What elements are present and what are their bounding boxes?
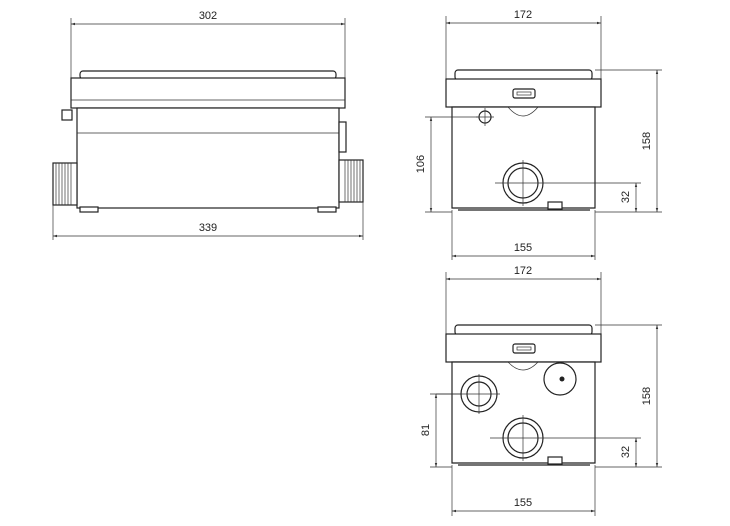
- dim-label-339: 339: [199, 222, 217, 234]
- handle-inner: [516, 91, 532, 96]
- body-curve: [507, 361, 539, 371]
- dim-label-155: 155: [514, 497, 532, 509]
- handle-slot: [512, 343, 536, 354]
- right-thread: [344, 160, 361, 202]
- side-view: 302: [52, 10, 364, 240]
- dim-label-32: 32: [620, 191, 632, 203]
- handle-inner: [516, 346, 532, 351]
- dim-label-172: 172: [514, 265, 532, 277]
- body-curve: [507, 106, 539, 117]
- dim-label-158: 158: [641, 132, 653, 150]
- dim-label-172: 172: [514, 9, 532, 21]
- aux-port: [543, 362, 577, 396]
- left-thread: [55, 163, 72, 205]
- vent-nozzle: [61, 109, 73, 121]
- dim-label-158: 158: [641, 387, 653, 405]
- dim-label-106: 106: [415, 155, 427, 173]
- front-body: [451, 106, 596, 209]
- bottom-bracket: [547, 456, 563, 465]
- side-clip: [338, 121, 347, 153]
- foot: [317, 206, 337, 213]
- aux-port-center: [559, 376, 565, 382]
- foot: [79, 206, 99, 213]
- dim-label-32: 32: [620, 446, 632, 458]
- dim-label-302: 302: [199, 10, 217, 22]
- bottom-bracket: [547, 201, 563, 210]
- dim-label-155: 155: [514, 242, 532, 254]
- handle-slot: [512, 88, 536, 99]
- housing-lower: [76, 107, 340, 209]
- dim-label-81: 81: [420, 424, 432, 436]
- front-view-bottom: 172 81 158 32: [420, 265, 662, 516]
- housing-upper: [70, 77, 346, 109]
- front-view-top: 172 106 158 32: [415, 9, 662, 260]
